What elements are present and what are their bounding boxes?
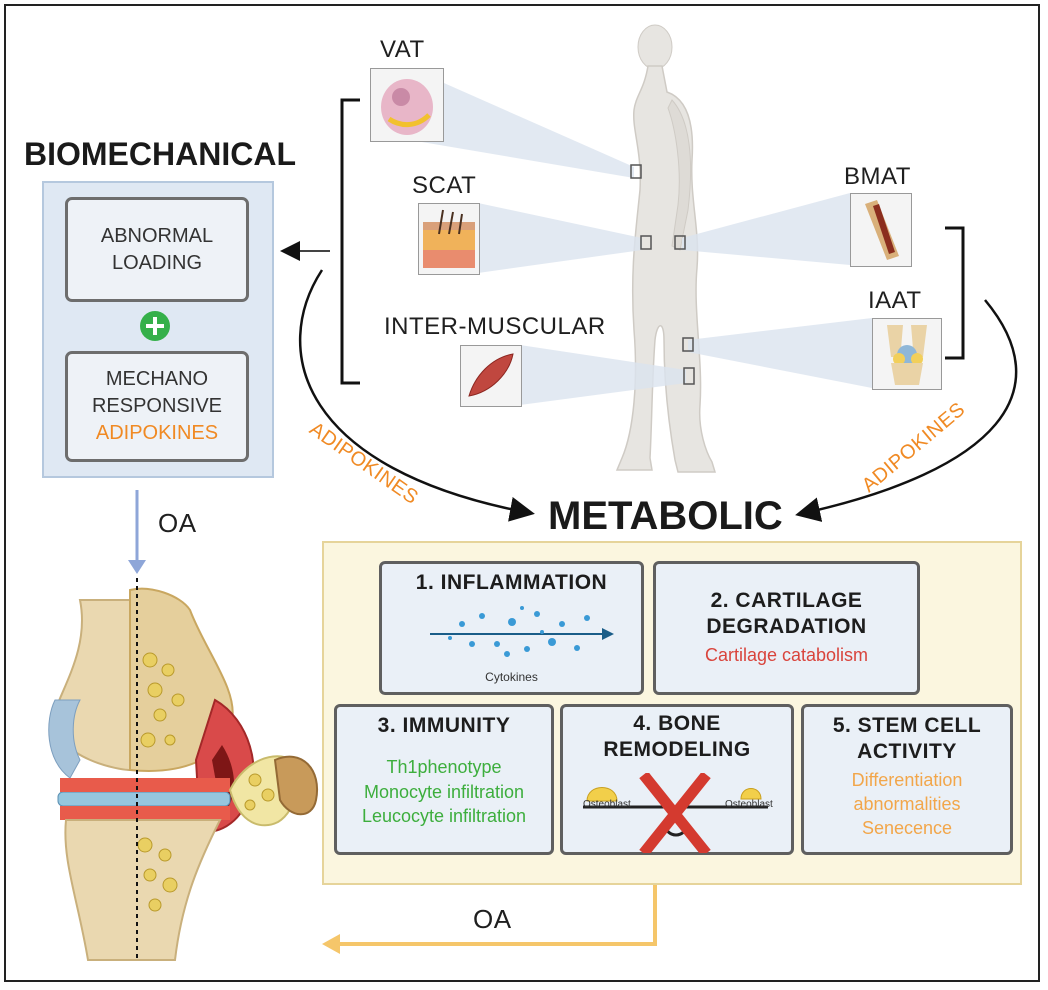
mechano-line2: RESPONSIVE — [91, 395, 223, 417]
vat-marker — [630, 164, 642, 179]
right-curved-arrow — [795, 299, 1018, 522]
knee-joint-illustration — [48, 578, 319, 962]
bone-title-line2: REMODELING — [603, 738, 751, 762]
immunity-line3: Leucocyte infiltration — [361, 805, 527, 826]
oa-down-arrow-head — [128, 560, 146, 574]
vat-zoom-cone — [410, 68, 634, 178]
plus-icon — [140, 311, 170, 341]
inflammation-title: 1. INFLAMMATION — [415, 571, 608, 594]
abnormal-loading-line2: LOADING — [111, 251, 203, 274]
bone-remodeling-box: 4. BONE REMODELING Osteoblast Osteoblast — [560, 704, 794, 855]
vat-label: VAT — [380, 36, 425, 63]
cartilage-title-line1: 2. CARTILAGE — [710, 589, 863, 612]
cytokines-graphic — [430, 606, 614, 657]
abnormal-loading-box: ABNORMAL LOADING — [65, 197, 249, 302]
scat-marker — [640, 235, 652, 250]
immunity-line2: Monocyte infiltration — [363, 781, 525, 802]
stem-line2: abnormalities — [853, 793, 961, 814]
inflammation-box: 1. INFLAMMATION Cytokines — [379, 561, 644, 695]
intermuscular-zoom-cone — [520, 345, 686, 405]
intermuscular-thumbnail — [460, 345, 522, 407]
bone-balance-graphic — [583, 773, 768, 853]
bmat-label: BMAT — [844, 163, 911, 190]
scat-label: SCAT — [412, 172, 477, 199]
oa-bottom-arrow-shaft — [338, 884, 657, 946]
intermuscular-label: INTER-MUSCULAR — [384, 313, 606, 340]
metabolic-panel: 1. INFLAMMATION Cytokines 2. CARTILAGE D… — [322, 541, 1022, 885]
mechano-line1: MECHANO — [105, 368, 209, 390]
scat-zoom-cone — [478, 203, 642, 273]
cartilage-degradation-box: 2. CARTILAGE DEGRADATION Cartilage catab… — [653, 561, 920, 695]
iaat-marker — [682, 337, 694, 352]
left-bracket — [340, 98, 360, 385]
immunity-title: 3. IMMUNITY — [377, 714, 511, 737]
immunity-box: 3. IMMUNITY Th1phenotype Monocyte infilt… — [334, 704, 554, 855]
abnormal-loading-line1: ABNORMAL — [100, 224, 214, 247]
iaat-thumbnail — [872, 318, 942, 390]
vat-thumbnail — [370, 68, 444, 142]
osteoblast-right-label: Osteoblast — [725, 799, 773, 810]
stem-line3: Senecence — [861, 818, 953, 839]
figure-frame — [4, 4, 1040, 982]
bmat-marker — [674, 235, 686, 250]
bone-title-line1: 4. BONE — [633, 712, 721, 735]
stem-title-line1: 5. STEM CELL — [832, 714, 982, 737]
bmat-zoom-cone — [682, 193, 850, 265]
cytokines-caption: Cytokines — [485, 670, 538, 684]
metabolic-title: METABOLIC — [548, 494, 783, 538]
iaat-zoom-cone — [688, 318, 872, 388]
intermuscular-marker — [683, 367, 695, 385]
cartilage-catabolism-text: Cartilage catabolism — [704, 644, 869, 665]
stem-line1: Differentiation — [851, 769, 963, 790]
stem-title-line2: ACTIVITY — [857, 740, 957, 764]
left-curved-arrow — [298, 269, 535, 522]
immunity-line1: Th1phenotype — [386, 757, 502, 778]
oa-bottom-label: OA — [473, 904, 512, 934]
mechano-line3: ADIPOKINES — [95, 422, 219, 444]
biomechanical-title: BIOMECHANICAL — [24, 136, 296, 172]
cartilage-title-line2: DEGRADATION — [706, 615, 867, 639]
right-bracket — [945, 226, 965, 360]
osteoblast-left-label: Osteoblast — [583, 799, 631, 810]
iaat-label: IAAT — [868, 287, 922, 314]
oa-bottom-arrow-head — [322, 934, 340, 954]
bmat-thumbnail — [850, 193, 912, 267]
stem-cell-box: 5. STEM CELL ACTIVITY Differentiation ab… — [801, 704, 1013, 855]
biomechanical-panel: ABNORMAL LOADING MECHANO RESPONSIVE ADIP… — [42, 181, 274, 478]
oa-top-label: OA — [158, 508, 197, 538]
scat-thumbnail — [418, 203, 480, 275]
mechano-responsive-box: MECHANO RESPONSIVE ADIPOKINES — [65, 351, 249, 462]
